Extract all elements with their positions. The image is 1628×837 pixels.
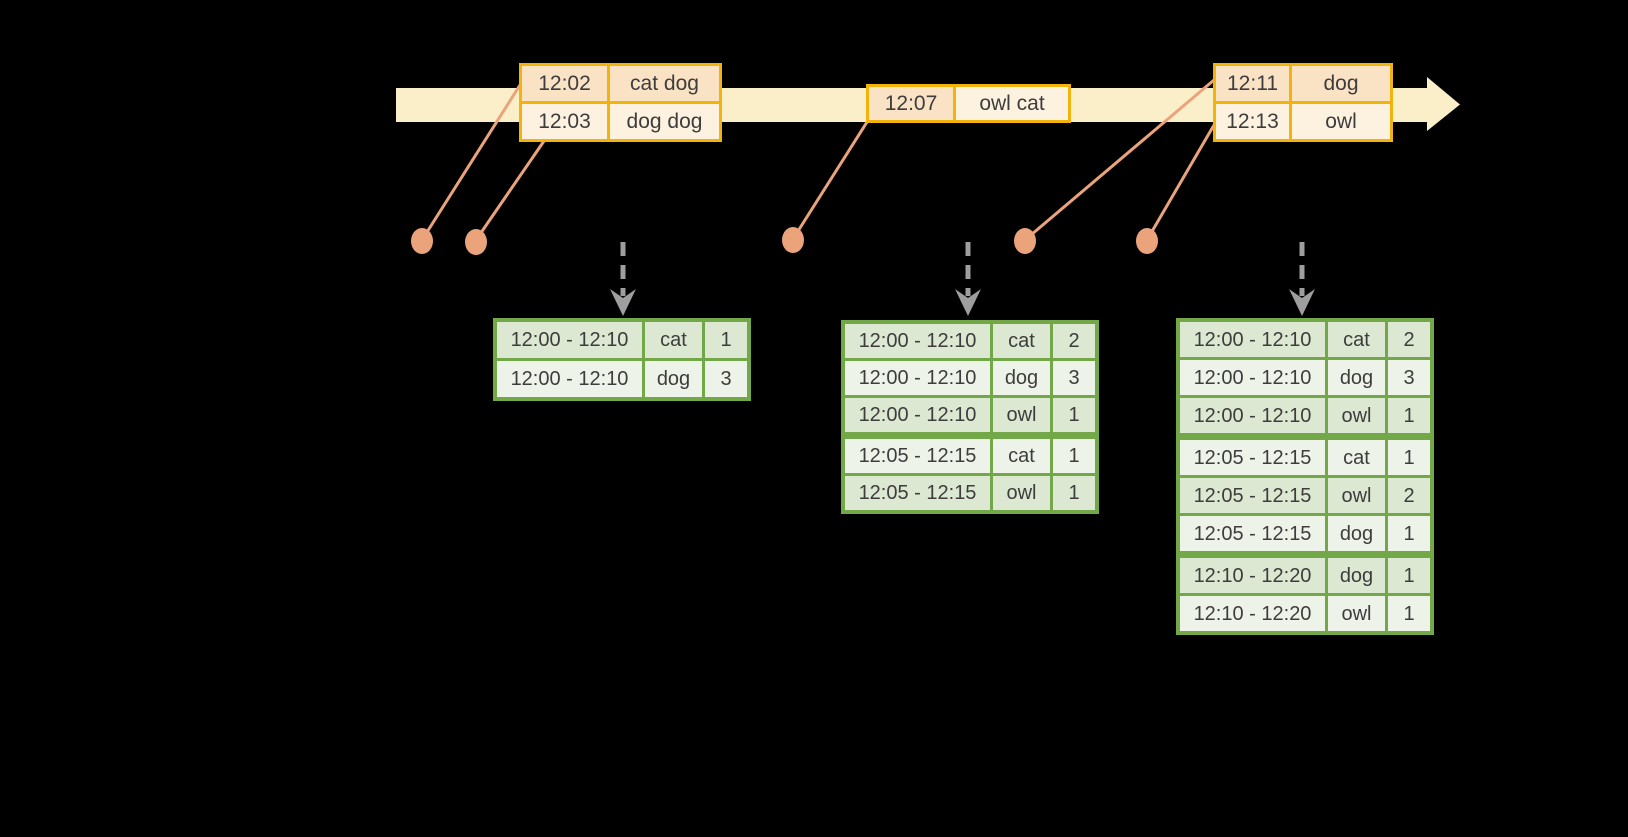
window-cell: 12:00 - 12:10 [1180,398,1325,433]
event-connector-line [1024,78,1215,242]
window-cell: 12:00 - 12:10 [845,324,990,358]
count-cell: 1 [1388,596,1430,631]
word-cell: cat [993,439,1050,473]
word-cell: dog [1328,360,1385,395]
word-cell: owl [1328,398,1385,433]
word-cell: owl [1328,478,1385,513]
word-cell: dog [1328,558,1385,593]
trigger-arrow [955,242,981,316]
window-cell: 12:00 - 12:10 [1180,322,1325,357]
count-cell: 1 [1388,440,1430,475]
timeline-arrowhead-icon [1427,77,1460,131]
window-cell: 12:10 - 12:20 [1180,596,1325,631]
word-cell: cat [1328,322,1385,357]
window-cell: 12:00 - 12:10 [845,398,990,432]
window-cell: 12:00 - 12:10 [1180,360,1325,395]
event-time-cell: 12:03 [522,104,607,139]
word-cell: owl [1328,596,1385,631]
event-words-cell: cat dog [610,66,719,101]
event-dot [1014,228,1036,254]
event-connector-line [474,140,546,241]
window-cell: 12:00 - 12:10 [845,361,990,395]
window-cell: 12:05 - 12:15 [845,476,990,510]
word-cell: owl [993,398,1050,432]
window-cell: 12:10 - 12:20 [1180,558,1325,593]
event-connector-line [420,84,522,241]
count-cell: 1 [1053,398,1095,432]
trigger-arrow [1289,242,1315,316]
event-dot [411,228,433,254]
window-cell: 12:05 - 12:15 [1180,440,1325,475]
window-cell: 12:00 - 12:10 [497,322,642,358]
event-time-cell: 12:11 [1216,66,1289,101]
window-cell: 12:05 - 12:15 [845,439,990,473]
event-connector-line [1145,124,1216,241]
count-cell: 1 [1388,398,1430,433]
event-dot [1136,228,1158,254]
count-cell: 1 [1388,516,1430,551]
count-cell: 3 [1053,361,1095,395]
word-cell: cat [645,322,702,358]
count-cell: 1 [1053,439,1095,473]
count-cell: 1 [1053,476,1095,510]
arrow-down-icon [955,289,981,316]
event-dot [465,229,487,255]
arrow-down-icon [610,289,636,316]
word-cell: dog [1328,516,1385,551]
event-words-cell: owl cat [956,87,1068,120]
count-cell: 3 [1388,360,1430,395]
event-words-cell: dog [1292,66,1390,101]
count-cell: 1 [1388,558,1430,593]
event-words-cell: owl [1292,104,1390,139]
event-words-cell: dog dog [610,104,719,139]
count-cell: 3 [705,361,747,397]
count-cell: 2 [1388,322,1430,357]
event-connector-line [791,121,869,240]
arrow-down-icon [1289,289,1315,316]
event-time-cell: 12:02 [522,66,607,101]
event-dot [782,227,804,253]
trigger-arrow [610,242,636,316]
event-time-cell: 12:07 [869,87,953,120]
word-cell: cat [1328,440,1385,475]
count-cell: 2 [1053,324,1095,358]
count-cell: 1 [705,322,747,358]
word-cell: cat [993,324,1050,358]
word-cell: dog [993,361,1050,395]
window-cell: 12:00 - 12:10 [497,361,642,397]
event-time-cell: 12:13 [1216,104,1289,139]
count-cell: 2 [1388,478,1430,513]
window-cell: 12:05 - 12:15 [1180,516,1325,551]
word-cell: owl [993,476,1050,510]
word-cell: dog [645,361,702,397]
window-cell: 12:05 - 12:15 [1180,478,1325,513]
